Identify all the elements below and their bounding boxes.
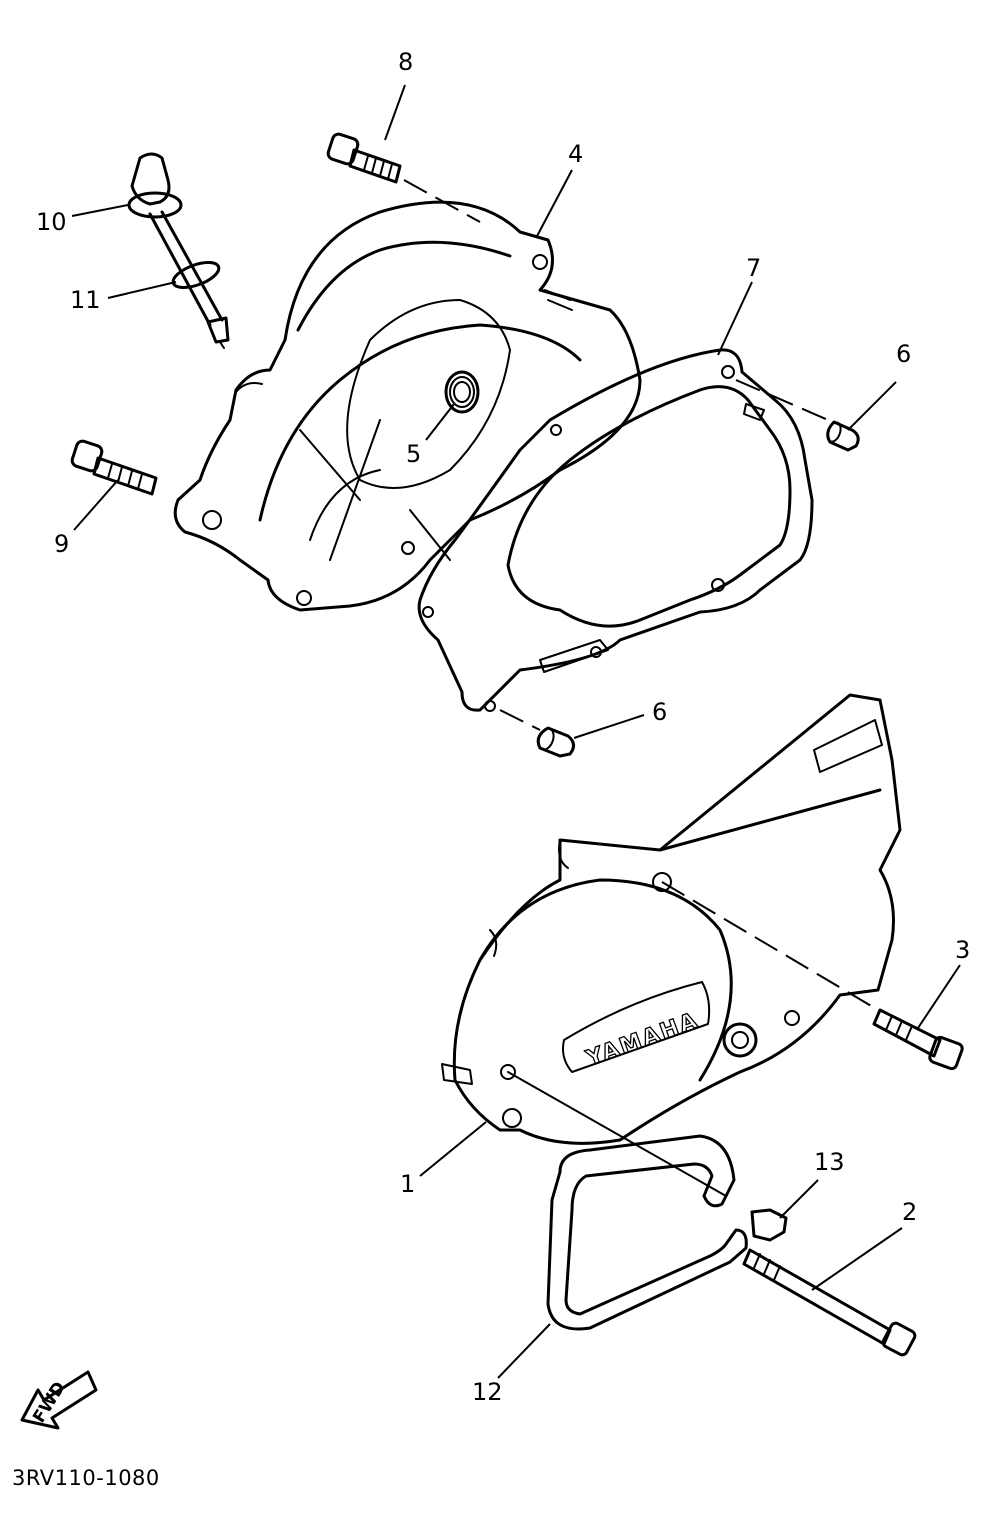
crankcase-cover-1: YAMAHA: [441, 693, 902, 1145]
dash-line-6b: [499, 709, 541, 731]
dash-line-3: [661, 881, 879, 1011]
line-2: [507, 1071, 727, 1197]
cover-logo-text: YAMAHA: [583, 1008, 703, 1072]
crankcase-cover-4: [173, 200, 642, 612]
dowel-pin-6a: [826, 420, 860, 452]
forward-direction-arrow-icon: FWD: [20, 1370, 98, 1430]
callout-4: 4: [568, 140, 583, 168]
bolt-8: [326, 132, 402, 184]
leader-7: [717, 281, 753, 356]
callout-7: 7: [746, 254, 761, 282]
hose-guard-12: [546, 1134, 748, 1331]
leader-4: [535, 169, 573, 239]
leader-6a: [847, 381, 897, 431]
leader-3: [917, 964, 961, 1029]
callout-9: 9: [54, 530, 69, 558]
bolt-3: [872, 1008, 964, 1071]
diagram-code: 3RV110-1080: [12, 1466, 160, 1490]
leader-6b: [573, 714, 645, 739]
leader-9: [73, 479, 119, 531]
callout-8: 8: [398, 48, 413, 76]
nut-13: [750, 1208, 788, 1242]
callout-12: 12: [472, 1378, 503, 1406]
dipstick-10: [127, 152, 230, 349]
dowel-pin-6b: [536, 726, 575, 758]
leader-1: [419, 1121, 487, 1177]
callout-6a: 6: [896, 340, 911, 368]
leader-2: [811, 1227, 903, 1291]
callout-10: 10: [36, 208, 67, 236]
callout-2: 2: [902, 1198, 917, 1226]
leader-8: [384, 84, 406, 141]
callout-13: 13: [814, 1148, 845, 1176]
leader-5: [425, 403, 455, 441]
fwd-label: FWD: [29, 1378, 70, 1426]
callout-3: 3: [955, 936, 970, 964]
bolt-2: [742, 1248, 917, 1357]
callout-6b: 6: [652, 698, 667, 726]
leader-12: [497, 1323, 551, 1379]
leader-13: [779, 1179, 819, 1219]
callout-11: 11: [70, 286, 101, 314]
bolt-9: [70, 439, 158, 496]
leader-10: [71, 204, 129, 217]
leader-11: [107, 281, 177, 299]
dash-line-6a: [735, 379, 829, 421]
callout-1: 1: [400, 1170, 415, 1198]
seal-5: [449, 376, 475, 408]
callout-5: 5: [406, 440, 421, 468]
gasket-7: [417, 348, 814, 712]
